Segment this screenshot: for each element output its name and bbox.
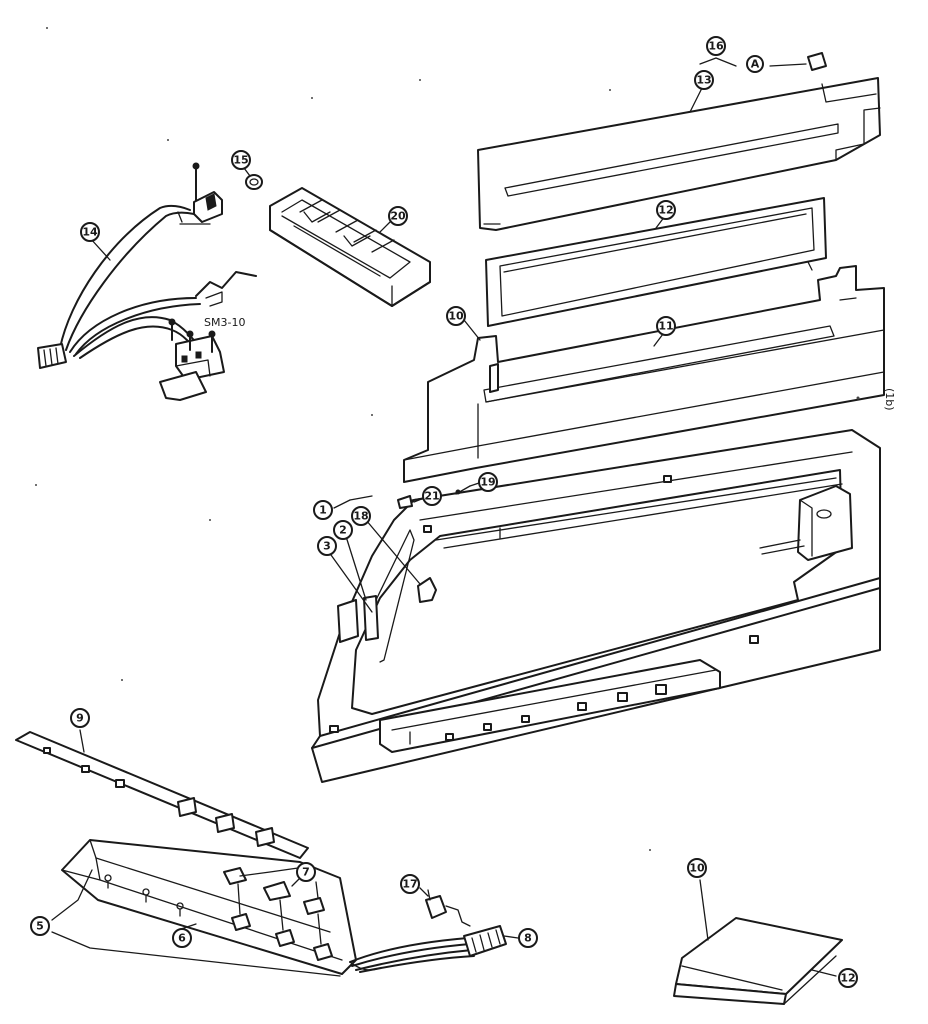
svg-text:13: 13	[696, 74, 711, 87]
svg-text:7: 7	[302, 866, 310, 879]
callout-6: 6	[172, 928, 192, 948]
svg-text:12: 12	[658, 204, 673, 217]
small-parts-19-21	[397, 485, 471, 509]
svg-text:14: 14	[82, 226, 98, 239]
main-frame-part	[311, 429, 881, 783]
plate-10-11-part	[403, 265, 885, 483]
callout-12-top: 12	[656, 200, 676, 220]
callout-21: 21	[422, 486, 442, 506]
callout-19: 19	[478, 472, 498, 492]
svg-text:9: 9	[76, 712, 84, 725]
svg-text:A: A	[751, 58, 760, 71]
svg-text:20: 20	[390, 210, 406, 223]
svg-text:5: 5	[36, 920, 44, 933]
svg-text:3: 3	[323, 540, 331, 553]
top-cover-part	[477, 52, 881, 231]
svg-text:6: 6	[178, 932, 186, 945]
wire-harness-part	[37, 162, 257, 401]
keypad-base-part	[61, 839, 507, 975]
svg-text:2: 2	[339, 524, 347, 537]
callout-5: 5	[30, 916, 50, 936]
callout-13: 13	[694, 70, 714, 90]
svg-text:17: 17	[402, 878, 417, 891]
callout-9: 9	[70, 708, 90, 728]
svg-text:8: 8	[524, 932, 532, 945]
callout-20: 20	[388, 206, 408, 226]
callout-15: 15	[231, 150, 251, 170]
svg-text:12: 12	[840, 972, 855, 985]
holder-20-part	[269, 187, 431, 307]
leader-lines	[51, 57, 837, 977]
svg-text:21: 21	[424, 490, 439, 503]
callout-7: 7	[296, 862, 316, 882]
callout-16: 16	[706, 36, 726, 56]
callout-3: 3	[317, 536, 337, 556]
strip-9-part	[15, 731, 309, 859]
callout-14: 14	[80, 222, 100, 242]
svg-text:10: 10	[448, 310, 464, 323]
side-mark-label: (1b)	[883, 388, 896, 411]
part-17	[425, 889, 471, 927]
callout-a: A	[746, 55, 764, 73]
callout-11: 11	[656, 316, 676, 336]
callout-2: 2	[333, 520, 353, 540]
svg-text:11: 11	[658, 320, 673, 333]
svg-text:16: 16	[708, 40, 724, 53]
bushing-part	[245, 174, 263, 190]
callout-10-top: 10	[446, 306, 466, 326]
callout-12-bottom: 12	[838, 968, 858, 988]
callout-1: 1	[313, 500, 333, 520]
svg-text:10: 10	[689, 862, 705, 875]
callout-10-bottom: 10	[687, 858, 707, 878]
svg-text:18: 18	[353, 510, 368, 523]
svg-text:19: 19	[480, 476, 495, 489]
callout-17: 17	[400, 874, 420, 894]
svg-text:15: 15	[233, 154, 248, 167]
callout-18: 18	[351, 506, 371, 526]
svg-text:1: 1	[319, 504, 327, 517]
panel-12-part	[485, 197, 827, 327]
screw-spec-label: SM3-10	[204, 316, 245, 329]
callout-8: 8	[518, 928, 538, 948]
callouts: 14 15 20 16 A 13 12 10	[30, 36, 858, 988]
cover-panel-part	[673, 917, 843, 1005]
